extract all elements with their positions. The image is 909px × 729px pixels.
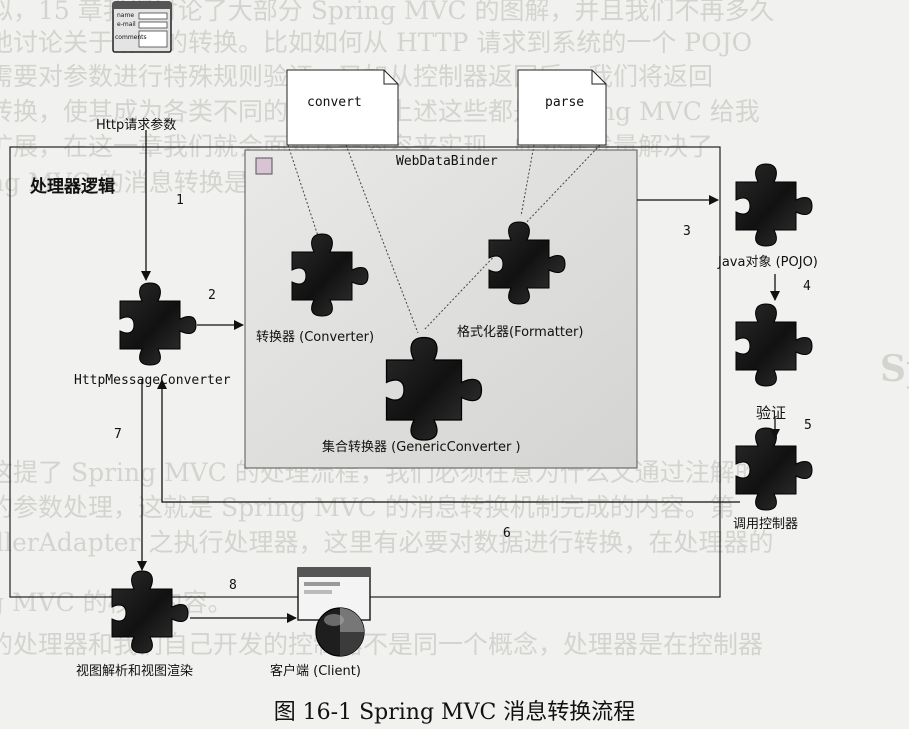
puzzle-http-message-converter [119,282,197,366]
note-connectors [287,144,601,334]
form-field-email: e-mail [117,21,136,28]
step-number-6: 6 [503,526,511,541]
convert-note [286,69,399,146]
background-heading: Spring MVC 的数据转换和格式化 [880,348,909,390]
step-number-3: 3 [683,224,691,239]
step-number-7: 7 [114,427,122,442]
parse-note [517,69,607,146]
invoke-controller-label: 调用控制器 [733,517,799,532]
form-field-comments: comments [115,34,147,41]
java-object-label: Java对象 (POJO) [718,255,818,270]
converter-label: 转换器 (Converter) [256,330,375,345]
background-line: 的参数处理，这就是 Spring MVC 的消息转换机制完成的内容。第 [0,493,735,522]
step-number-5: 5 [804,418,812,433]
webdatabinder-icon [255,157,273,175]
step-number-4: 4 [803,279,811,294]
view-resolve-label: 视图解析和视图渲染 [76,664,194,679]
webdatabinder-label: WebDataBinder [396,154,498,169]
form-field-name: name [117,12,135,19]
puzzle-java-object [735,163,813,247]
handler-logic-label: 处理器逻辑 [30,177,115,197]
step-number-8: 8 [229,578,237,593]
client-browser-icon [297,567,371,657]
http-message-converter-label: HttpMessageConverter [74,373,231,388]
figure-caption: 图 16-1 Spring MVC 消息转换流程 [273,700,636,725]
http-params-label: Http请求参数 [96,118,177,133]
convert-note-label: convert [307,95,362,110]
step-number-2: 2 [208,288,216,303]
arrow-step-6 [157,379,740,503]
background-line: dlerAdapter 之执行处理器，这里有必要对数据进行转换，在处理器的 [0,528,774,557]
formatter-label: 格式化器(Formatter) [457,325,584,340]
http-form-icon [112,1,172,53]
parse-note-label: parse [545,95,585,110]
validate-label: 验证 [756,404,787,422]
puzzle-invoke-controller [735,427,813,511]
step-number-1: 1 [176,193,184,208]
generic-converter-label: 集合转换器 (GenericConverter ) [322,440,521,455]
puzzle-view-resolve [111,570,189,654]
puzzle-validate [735,303,813,387]
client-label: 客户端 (Client) [270,664,361,679]
